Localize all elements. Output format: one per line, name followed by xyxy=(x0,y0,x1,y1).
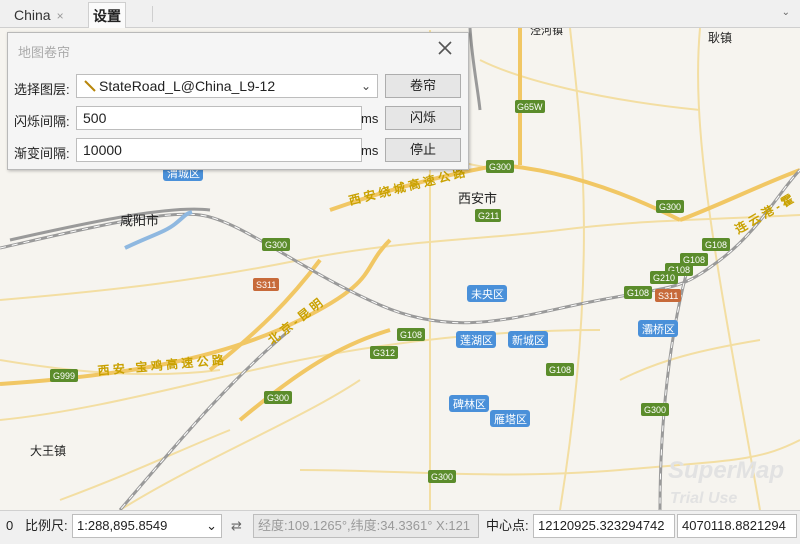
shield-label: G211 xyxy=(478,211,499,221)
district-label: 新城区 xyxy=(512,333,545,347)
scale-label: 比例尺: xyxy=(25,518,68,533)
tab-china[interactable]: China × xyxy=(6,2,76,28)
swap-icon[interactable]: ⇄ xyxy=(231,518,242,533)
scale-value: 1:288,895.8549 xyxy=(77,518,168,533)
district-labels: 渭城区 未央区 莲湖区 新城区 碑林区 雁塔区 灞桥区 xyxy=(163,165,678,427)
shield-label: S311 xyxy=(256,280,276,290)
fade-interval-input[interactable]: 10000 xyxy=(76,138,362,162)
highways xyxy=(0,28,800,422)
shield-label: G108 xyxy=(627,288,649,298)
chevron-down-icon[interactable]: ⌄ xyxy=(781,7,790,18)
shield-label: G300 xyxy=(659,202,681,212)
flash-interval-input[interactable]: 500 xyxy=(76,106,362,130)
swipe-button[interactable]: 卷帘 xyxy=(385,74,461,98)
tab-china-label: China xyxy=(14,7,51,23)
layer-select-value: StateRoad_L@China_L9-12 xyxy=(99,78,276,94)
status-left-value: 0 xyxy=(6,518,14,533)
stop-button[interactable]: 停止 xyxy=(385,138,461,162)
road-label: 西 安 绕 城 高 速 公 路 xyxy=(347,164,467,208)
close-icon[interactable]: × xyxy=(56,9,64,23)
district-label: 未央区 xyxy=(471,288,504,301)
shield-label: G108 xyxy=(683,255,705,265)
road-label: 北 京 - 昆 明 xyxy=(265,295,326,347)
center-y-input[interactable]: 4070118.8821294 xyxy=(677,514,797,538)
road-label: 连 云 港 - 霍 xyxy=(732,191,796,237)
coordinate-readout: 经度:109.1265°,纬度:34.3361° X:121 xyxy=(253,514,479,538)
watermark: Trial Use xyxy=(670,490,737,507)
fade-unit: ms xyxy=(361,143,379,158)
fade-label: 渐变间隔: xyxy=(14,146,70,161)
town-label: 泾河镇 xyxy=(530,28,563,37)
tab-settings-label: 设置 xyxy=(93,8,121,24)
tab-bar: China × 设置 ⌄ xyxy=(0,0,800,28)
chevron-down-icon[interactable]: ⌄ xyxy=(360,79,371,93)
shield-label: G210 xyxy=(653,273,675,283)
watermark: SuperMap xyxy=(668,457,784,484)
shield-label: G999 xyxy=(53,371,75,381)
district-label: 渭城区 xyxy=(167,167,200,180)
shield-label: G300 xyxy=(489,162,511,172)
panel-title: 地图卷帘 xyxy=(18,45,71,60)
tab-divider xyxy=(152,6,153,22)
close-icon[interactable] xyxy=(436,39,454,57)
town-label: 大王镇 xyxy=(30,444,66,458)
shield-label: G108 xyxy=(549,365,571,375)
shield-label: G300 xyxy=(644,405,666,415)
district-label: 莲湖区 xyxy=(460,334,493,347)
interval-label: 闪烁间隔: xyxy=(14,114,70,129)
shield-label: G65W xyxy=(517,102,543,112)
shield-label: G108 xyxy=(705,240,727,250)
layer-select[interactable]: StateRoad_L@China_L9-12 ⌄ xyxy=(76,74,378,98)
flash-button[interactable]: 闪烁 xyxy=(385,106,461,130)
map-swipe-panel: 地图卷帘 选择图层: StateRoad_L@China_L9-12 ⌄ 卷帘 … xyxy=(7,32,469,170)
tab-settings[interactable]: 设置 xyxy=(88,2,126,28)
center-x-input[interactable]: 12120925.323294742 xyxy=(533,514,675,538)
line-layer-icon xyxy=(84,80,96,92)
scale-select[interactable]: 1:288,895.8549 ⌄ xyxy=(72,514,222,538)
river xyxy=(124,210,193,250)
highway-shields: G65W G300 G211 G300 G300 G108 G108 G108 … xyxy=(50,100,730,483)
interval-unit: ms xyxy=(361,111,379,126)
railway-dashes xyxy=(0,169,800,510)
shield-label: G108 xyxy=(668,265,690,275)
town-label: 耿镇 xyxy=(708,31,732,45)
district-label: 雁塔区 xyxy=(494,413,527,426)
center-label: 中心点: xyxy=(486,518,529,533)
city-label: 西安市 xyxy=(458,191,497,206)
district-label: 碑林区 xyxy=(453,397,486,411)
shield-label: G300 xyxy=(265,240,287,250)
shield-label: G300 xyxy=(267,393,289,403)
shield-label: S311 xyxy=(658,291,678,301)
chevron-down-icon[interactable]: ⌄ xyxy=(206,518,217,533)
status-bar: 0 比例尺: 1:288,895.8549 ⌄ ⇄ 经度:109.1265°,纬… xyxy=(0,510,800,544)
shield-label: G108 xyxy=(400,330,422,340)
shield-label: G300 xyxy=(431,472,453,482)
shield-label: G312 xyxy=(373,348,395,358)
district-label: 灞桥区 xyxy=(642,323,675,336)
layer-label: 选择图层: xyxy=(14,82,70,97)
city-label: 咸阳市 xyxy=(120,213,159,228)
map-canvas[interactable]: 西 安 绕 城 高 速 公 路 北 京 - 昆 明 西 安 - 宝 鸡 高 速 … xyxy=(0,28,800,510)
